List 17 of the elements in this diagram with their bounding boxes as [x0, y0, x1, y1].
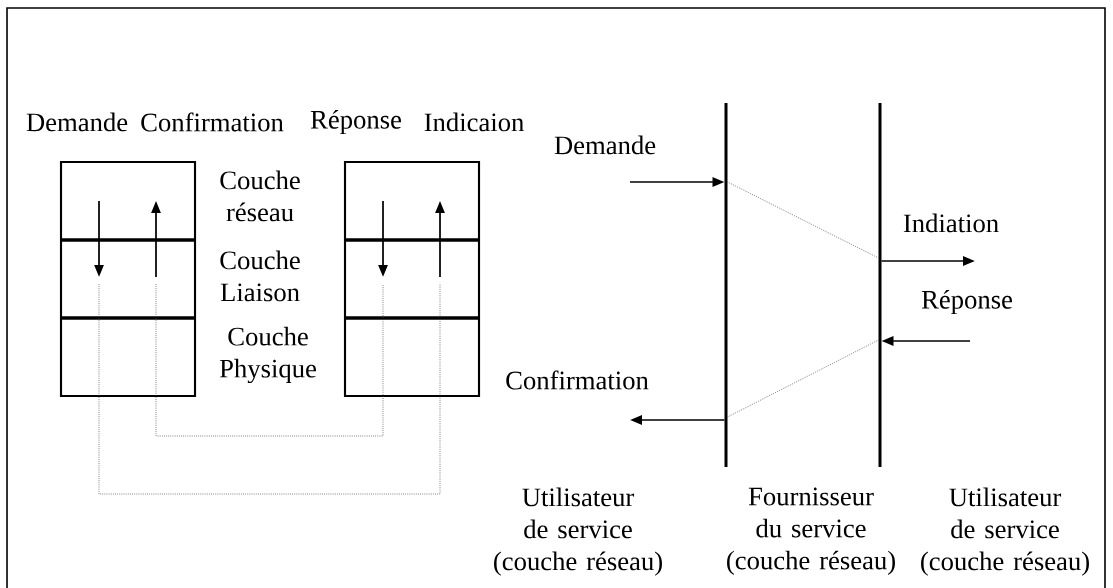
edge-label: Confirmation [506, 370, 649, 390]
column-heading: Confirmation [141, 112, 284, 132]
edge-label: Demande [554, 135, 656, 155]
layer-stack [343, 160, 481, 398]
dotted-line [727, 339, 879, 418]
role-label: Fournisseur du service (couche réseau) [727, 487, 895, 575]
dotted-line [155, 283, 384, 437]
dotted-line [98, 283, 441, 495]
dotted-line [727, 181, 879, 259]
layer-label: Couche Liaison [220, 250, 300, 302]
layer-stack [59, 160, 197, 398]
edge-label: Indiation [903, 213, 999, 233]
role-label: Utilisateur de service (couche réseau) [494, 487, 662, 576]
layer-label: Couche réseau [220, 170, 300, 222]
layer-label: Couche Physique [219, 326, 316, 384]
column-heading: Indicaion [424, 112, 524, 132]
edge-label: Réponse [921, 289, 1012, 315]
